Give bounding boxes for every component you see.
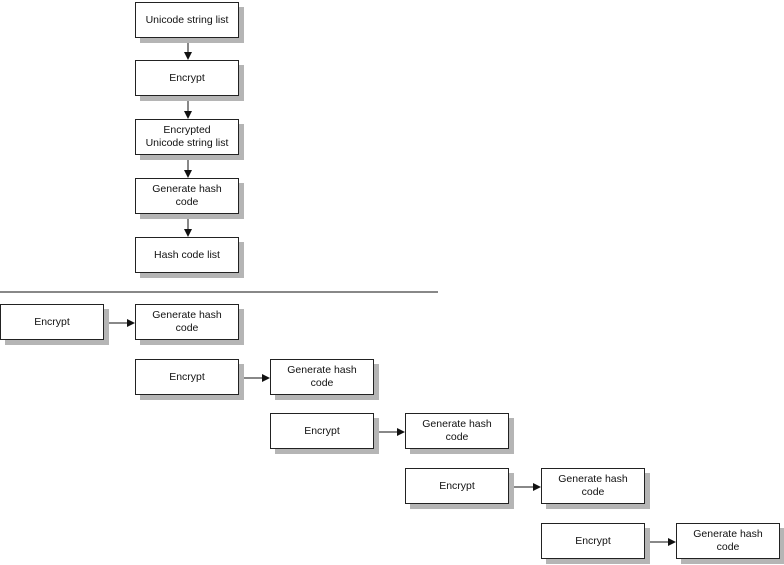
hash-code-list-node: Hash code list bbox=[135, 237, 239, 273]
encrypted-string-list-node: Encrypted Unicode string list bbox=[135, 119, 239, 155]
encrypt-node-5: Encrypt bbox=[541, 523, 645, 559]
encrypt-node-3: Encrypt bbox=[270, 413, 374, 449]
unicode-string-list-node: Unicode string list bbox=[135, 2, 239, 38]
encrypt-node: Encrypt bbox=[135, 60, 239, 96]
encrypt-node-1: Encrypt bbox=[0, 304, 104, 340]
generate-hash-node-3: Generate hash code bbox=[405, 413, 509, 449]
generate-hash-node-4: Generate hash code bbox=[541, 468, 645, 504]
generate-hash-node-5: Generate hash code bbox=[676, 523, 780, 559]
generate-hash-node-2: Generate hash code bbox=[270, 359, 374, 395]
generate-hash-node: Generate hash code bbox=[135, 178, 239, 214]
generate-hash-node-1: Generate hash code bbox=[135, 304, 239, 340]
encrypt-node-2: Encrypt bbox=[135, 359, 239, 395]
encrypt-node-4: Encrypt bbox=[405, 468, 509, 504]
